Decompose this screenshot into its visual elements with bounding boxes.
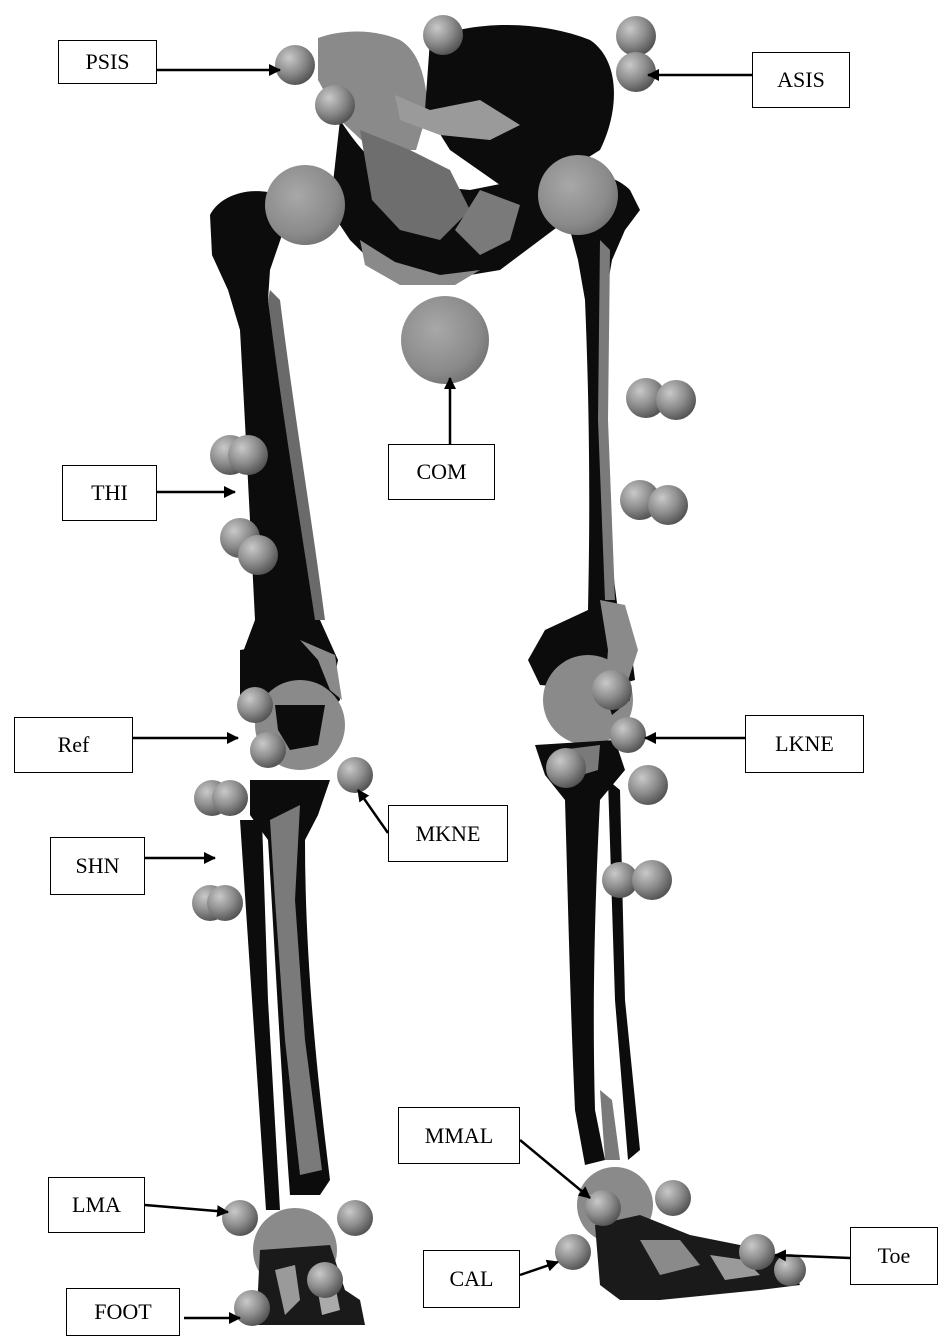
pelvis-marker xyxy=(423,15,463,55)
lkne-marker xyxy=(610,717,646,753)
lkne-label: LKNE xyxy=(745,715,864,773)
mkne-label: MKNE xyxy=(388,805,508,862)
right-femur xyxy=(528,175,640,690)
pelvis xyxy=(318,25,614,285)
right-foot-bones xyxy=(577,1167,800,1300)
shn-marker-2 xyxy=(212,780,248,816)
lma-marker xyxy=(222,1200,258,1236)
mmal-arrow xyxy=(520,1140,590,1198)
right-shank-marker-2 xyxy=(632,860,672,900)
lma-label: LMA xyxy=(48,1177,145,1233)
foot-label: FOOT xyxy=(66,1288,180,1336)
ref-label: Ref xyxy=(14,717,133,773)
right-hip-joint xyxy=(538,155,618,235)
shn-marker-4 xyxy=(207,885,243,921)
shn-label: SHN xyxy=(50,837,145,895)
thi-marker-2 xyxy=(228,435,268,475)
asis-marker-top xyxy=(616,16,656,56)
right-tibia-marker-2 xyxy=(628,765,668,805)
thi-marker-4 xyxy=(238,535,278,575)
psis-marker-2 xyxy=(315,85,355,125)
cal-marker xyxy=(555,1234,591,1270)
com-label: COM xyxy=(388,444,495,500)
foot-marker xyxy=(234,1290,270,1326)
cal-label: CAL xyxy=(423,1250,520,1308)
lma-arrow xyxy=(145,1205,228,1212)
mmal-marker xyxy=(585,1190,621,1226)
toe-label: Toe xyxy=(850,1227,938,1285)
toe-marker xyxy=(739,1234,775,1270)
left-tibia xyxy=(240,780,330,1210)
cal-arrow xyxy=(520,1262,558,1275)
ref-marker-2 xyxy=(250,732,286,768)
right-tibia xyxy=(535,740,640,1165)
left-toe-marker xyxy=(307,1262,343,1298)
psis-marker xyxy=(275,45,315,85)
right-lateral-ankle-marker xyxy=(655,1180,691,1216)
left-medial-ankle-marker xyxy=(337,1200,373,1236)
toe-marker-2 xyxy=(774,1254,806,1286)
com-marker xyxy=(401,296,489,384)
lkne-marker-upper xyxy=(592,670,632,710)
right-thigh-marker-2 xyxy=(656,380,696,420)
mmal-label: MMAL xyxy=(398,1107,520,1164)
left-hip-joint xyxy=(265,165,345,245)
ref-marker-1 xyxy=(237,687,273,723)
psis-label: PSIS xyxy=(58,40,157,84)
right-thigh-marker-4 xyxy=(648,485,688,525)
asis-label: ASIS xyxy=(752,52,850,108)
mkne-arrow xyxy=(358,790,388,833)
thi-label: THI xyxy=(62,465,157,521)
right-tibia-marker-1 xyxy=(546,748,586,788)
mkne-marker xyxy=(337,757,373,793)
asis-marker xyxy=(616,52,656,92)
